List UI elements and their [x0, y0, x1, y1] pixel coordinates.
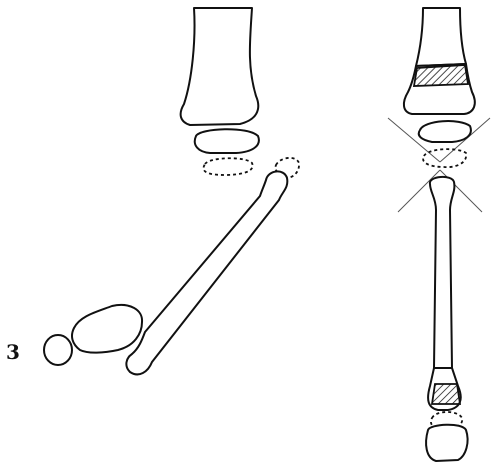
panel-label: 3	[6, 340, 20, 364]
right-distal-block	[426, 425, 468, 461]
left-epiphysis	[195, 129, 259, 153]
left-panel	[44, 8, 299, 374]
right-epiphysis	[419, 121, 471, 142]
left-rounded-carpal	[72, 305, 142, 353]
right-panel	[388, 8, 490, 461]
left-dashed-ossicle	[204, 158, 253, 175]
left-small-ossicle	[44, 335, 72, 365]
hatched-growth-plate-lower	[432, 384, 460, 404]
right-long-bone	[430, 177, 455, 368]
hatched-growth-plate-upper	[414, 65, 468, 86]
left-long-bone	[126, 171, 287, 374]
right-upper-bone	[416, 8, 466, 66]
left-upper-bone	[181, 8, 259, 125]
